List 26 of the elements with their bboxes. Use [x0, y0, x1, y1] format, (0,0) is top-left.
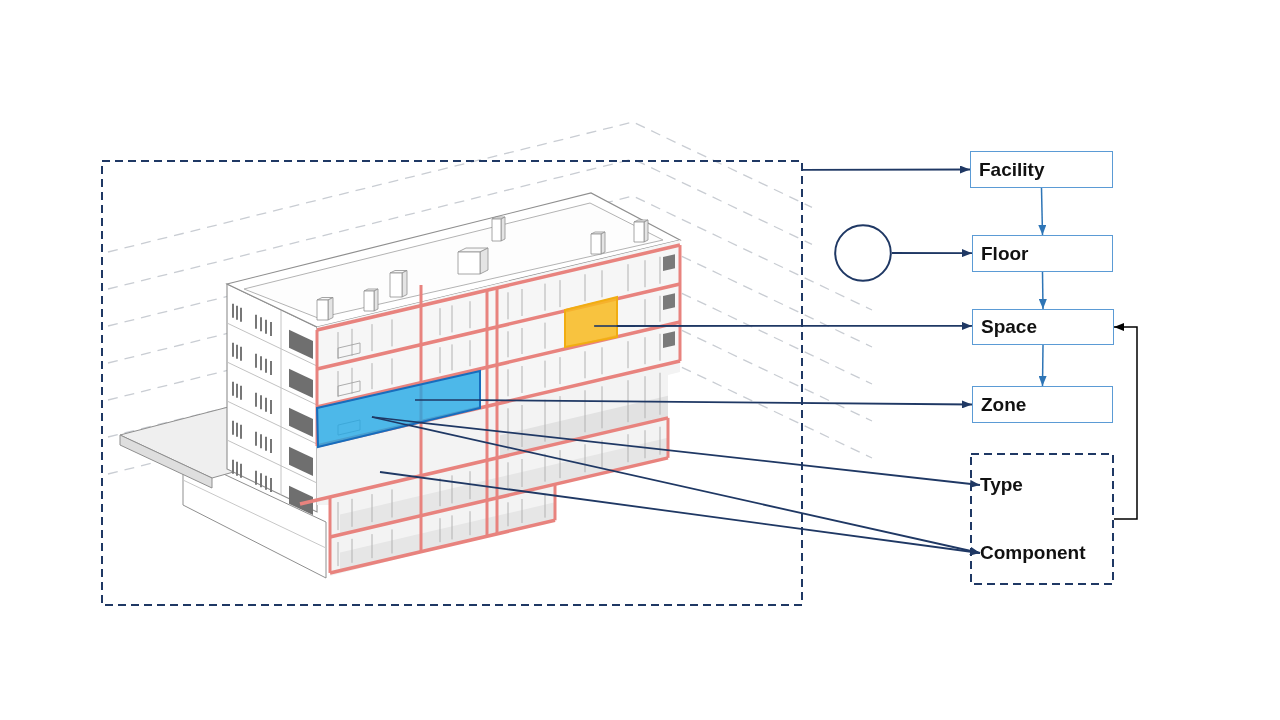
outline-circle	[834, 224, 892, 282]
arrow	[1113, 323, 1138, 520]
arrow	[802, 165, 971, 174]
arrow	[1038, 271, 1047, 310]
arrow	[419, 421, 981, 488]
entity-box	[972, 235, 1113, 272]
entity-label: Facility	[979, 157, 1045, 182]
arrow	[616, 321, 973, 330]
arrow	[407, 424, 981, 555]
highlighted-region	[565, 297, 617, 347]
dashed-frame	[101, 160, 803, 606]
entity-label: Component	[980, 540, 1086, 566]
arrow	[891, 249, 973, 258]
arrow	[379, 471, 981, 556]
dashed-group-box	[970, 453, 1114, 585]
entity-box	[972, 386, 1113, 423]
highlighted-region	[317, 371, 480, 447]
entity-box	[972, 309, 1114, 345]
entity-label: Zone	[981, 392, 1027, 417]
entity-label: Space	[981, 315, 1037, 339]
arrow	[1038, 187, 1047, 236]
arrow	[479, 399, 973, 409]
entity-label: Floor	[981, 241, 1029, 266]
entity-box	[970, 151, 1113, 188]
arrow	[1038, 344, 1047, 387]
entity-label: Type	[980, 472, 1023, 498]
